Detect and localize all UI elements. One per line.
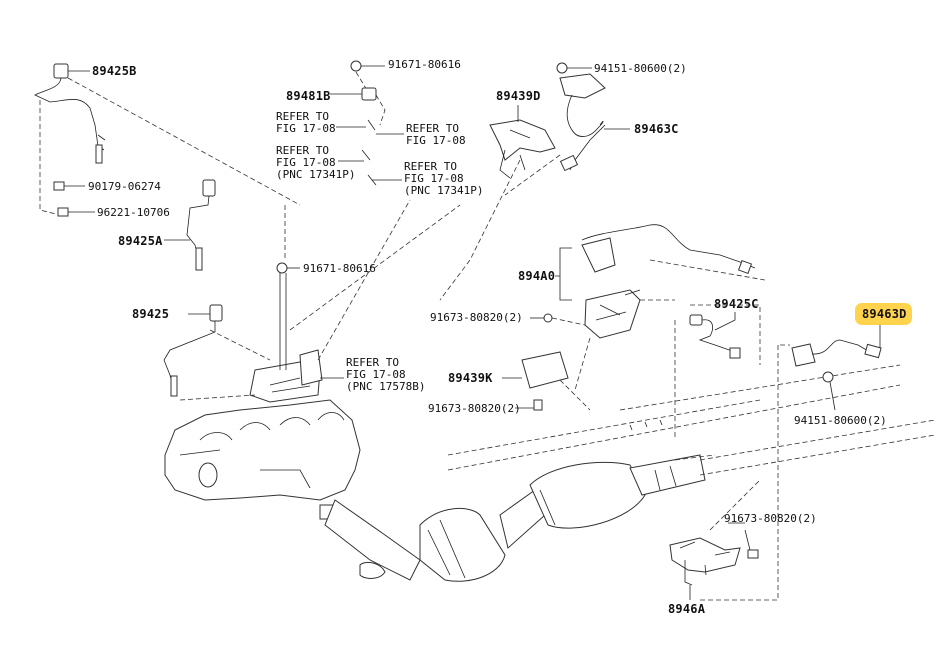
sensor-89425B[interactable]: 89425B: [34, 63, 301, 216]
bolt-91673-80820-a[interactable]: 91673-80820(2): [430, 311, 586, 326]
sensor-89463C[interactable]: 89463C: [504, 73, 679, 196]
refer-note-3[interactable]: REFER TO FIG 17-08 (PNC 17341P): [276, 144, 364, 181]
bolt-91671-80616-top[interactable]: 91671-80616: [350, 58, 461, 96]
refer-note-2-line2: FIG 17-08: [406, 134, 466, 147]
refer-note-1[interactable]: REFER TO FIG 17-08: [276, 110, 366, 135]
refer-note-5-line3: (PNC 17578B): [346, 380, 425, 393]
engine-exhaust-assembly: [164, 361, 936, 582]
refer-note-4[interactable]: REFER TO FIG 17-08 (PNC 17341P): [372, 160, 483, 197]
refer-note-3-line1: REFER TO: [276, 144, 329, 157]
refer-note-4-line1: REFER TO: [404, 160, 457, 173]
sensor-89425A[interactable]: 89425A: [118, 179, 216, 271]
bolt-96221-10706[interactable]: 96221-10706: [57, 206, 170, 219]
refer-note-2[interactable]: REFER TO FIG 17-08: [376, 122, 466, 147]
refer-note-4-line2: FIG 17-08: [404, 172, 464, 185]
label-89425C: 89425C: [714, 297, 759, 311]
refer-note-1-line1: REFER TO: [276, 110, 329, 123]
refer-note-5-line2: FIG 17-08: [346, 368, 406, 381]
label-89463D: 89463D: [862, 307, 907, 321]
label-91671-80616-mid: 91671-80616: [303, 262, 376, 275]
label-94151-80600-right: 94151-80600(2): [794, 414, 887, 427]
bolt-91673-80820-b[interactable]: 91673-80820(2): [428, 399, 543, 415]
label-89481B: 89481B: [286, 89, 331, 103]
label-91671-80616-top: 91671-80616: [388, 58, 461, 71]
sensor-89425[interactable]: 89425: [132, 304, 271, 401]
refer-note-3-line3: (PNC 17341P): [276, 168, 355, 181]
refer-note-2-line1: REFER TO: [406, 122, 459, 135]
bracket-89439K[interactable]: 89439K: [448, 351, 591, 411]
refer-note-1-line2: FIG 17-08: [276, 122, 336, 135]
label-89439K: 89439K: [448, 371, 493, 385]
label-91673-80820-a: 91673-80820(2): [430, 311, 523, 324]
pressure-sensor-89481B[interactable]: 89481B: [286, 87, 386, 186]
bolt-94151-80600-top[interactable]: 94151-80600(2): [556, 62, 687, 75]
refer-note-3-line2: FIG 17-08: [276, 156, 336, 169]
refer-note-5-line1: REFER TO: [346, 356, 399, 369]
refer-note-4-line3: (PNC 17341P): [404, 184, 483, 197]
label-89463C: 89463C: [634, 122, 679, 136]
harness-894A0[interactable]: 894A0: [518, 224, 766, 391]
label-89425A: 89425A: [118, 234, 163, 248]
bracket-89439D[interactable]: 89439D: [439, 89, 556, 301]
label-8946A: 8946A: [668, 602, 706, 616]
bolt-91671-80616-mid[interactable]: 91671-80616: [276, 204, 461, 370]
sensor-89463D[interactable]: 89463D: [700, 303, 912, 601]
bolt-94151-80600-right[interactable]: 94151-80600(2): [794, 371, 887, 427]
bracket-8946A[interactable]: 8946A: [668, 537, 741, 616]
refer-note-5[interactable]: REFER TO FIG 17-08 (PNC 17578B): [299, 199, 425, 393]
label-94151-80600-top: 94151-80600(2): [594, 62, 687, 75]
bolt-90179-06274[interactable]: 90179-06274: [53, 180, 161, 193]
label-89425B: 89425B: [92, 64, 137, 78]
sensor-89425C[interactable]: 89425C: [674, 297, 761, 461]
label-89425: 89425: [132, 307, 169, 321]
label-894A0: 894A0: [518, 269, 555, 283]
label-91673-80820-c: 91673-80820(2): [724, 512, 817, 525]
label-90179-06274: 90179-06274: [88, 180, 161, 193]
label-96221-10706: 96221-10706: [97, 206, 170, 219]
label-89439D: 89439D: [496, 89, 541, 103]
label-91673-80820-b: 91673-80820(2): [428, 402, 521, 415]
highlight-89463D: [855, 303, 912, 325]
bolt-91673-80820-c[interactable]: 91673-80820(2): [709, 479, 817, 559]
